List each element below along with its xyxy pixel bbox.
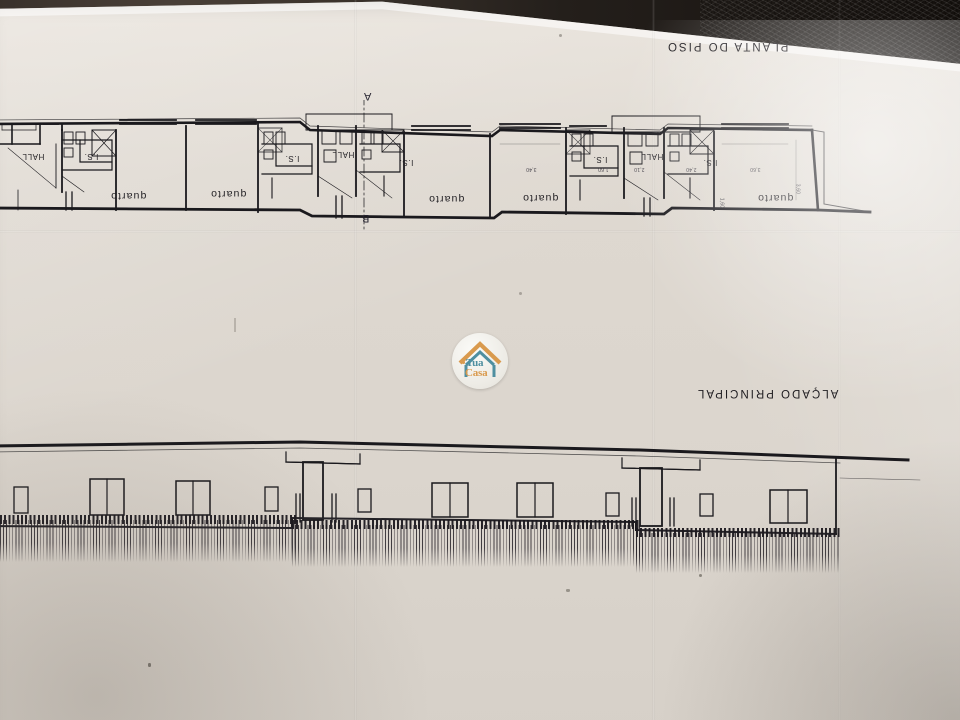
watermark-dot	[462, 361, 465, 364]
room-label-quarto: quarto	[428, 193, 465, 205]
room-label-is: I.S.	[399, 158, 414, 167]
dimension-text: 1,60	[718, 197, 725, 209]
dimension-text: 2,40	[686, 166, 697, 172]
room-label-hall: HALL	[641, 152, 664, 161]
room-label-is: I.S.	[84, 152, 99, 161]
room-label-quarto: quarto	[757, 192, 794, 204]
paper-blemish	[234, 318, 236, 332]
elevation-title: ALÇADO PRINCIPAL	[696, 387, 839, 399]
paper-blemish	[559, 34, 562, 37]
watermark-text-casa: Casa	[465, 367, 488, 379]
tua-casa-watermark: Tua Casa	[452, 333, 508, 389]
section-mark-b: B	[362, 212, 370, 224]
floor-plan-title: PLANTA DO PISO	[666, 40, 789, 52]
paper-blemish	[519, 292, 522, 295]
ground-hatching	[292, 525, 640, 567]
dimension-text: 3,60	[794, 183, 801, 195]
paper-blemish	[148, 663, 151, 667]
room-label-is: I.S.	[593, 155, 608, 164]
paper-fold-crease	[354, 0, 357, 720]
ground-hatching	[292, 520, 640, 529]
room-label-is: I.S.	[703, 158, 718, 167]
ground-hatching	[636, 533, 840, 573]
ground-hatching	[0, 520, 296, 562]
room-label-quarto: quarto	[522, 192, 559, 204]
dimension-text: 3,60	[750, 166, 761, 172]
dimension-text: 3,40	[526, 166, 537, 172]
paper-blemish	[699, 574, 702, 577]
paper-fold-crease	[0, 230, 960, 233]
ground-hatching	[0, 515, 296, 524]
room-label-hall: HALL	[22, 152, 45, 161]
watermark-text-tua: Tua	[466, 357, 484, 369]
room-label-hall: HALL	[332, 150, 355, 159]
room-label-quarto: quarto	[110, 190, 147, 202]
dimension-text: 2,10	[634, 166, 645, 172]
house-roof-icon	[458, 341, 502, 377]
room-label-is: I.S.	[285, 154, 300, 163]
section-mark-a: A	[364, 90, 372, 102]
room-label-quarto: quarto	[210, 188, 247, 200]
paper-blemish	[566, 589, 570, 592]
dimension-text: 1,60	[598, 166, 609, 172]
floor-plan-drawing	[0, 100, 872, 231]
ground-hatching	[636, 528, 840, 537]
